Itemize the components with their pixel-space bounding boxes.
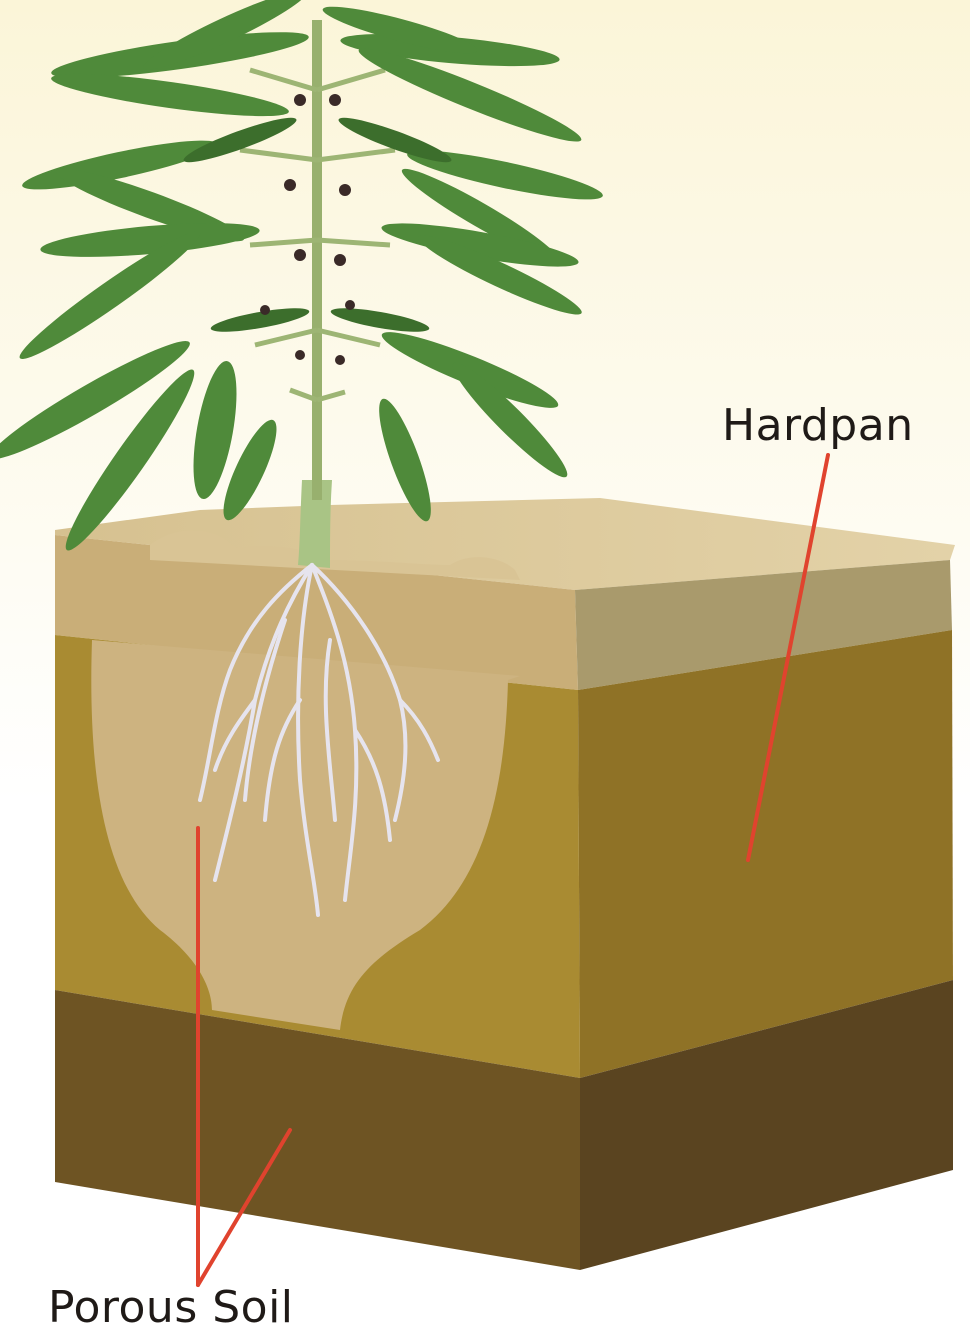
hardpan-label: Hardpan bbox=[722, 400, 914, 451]
porous-soil-label: Porous Soil bbox=[48, 1282, 294, 1333]
